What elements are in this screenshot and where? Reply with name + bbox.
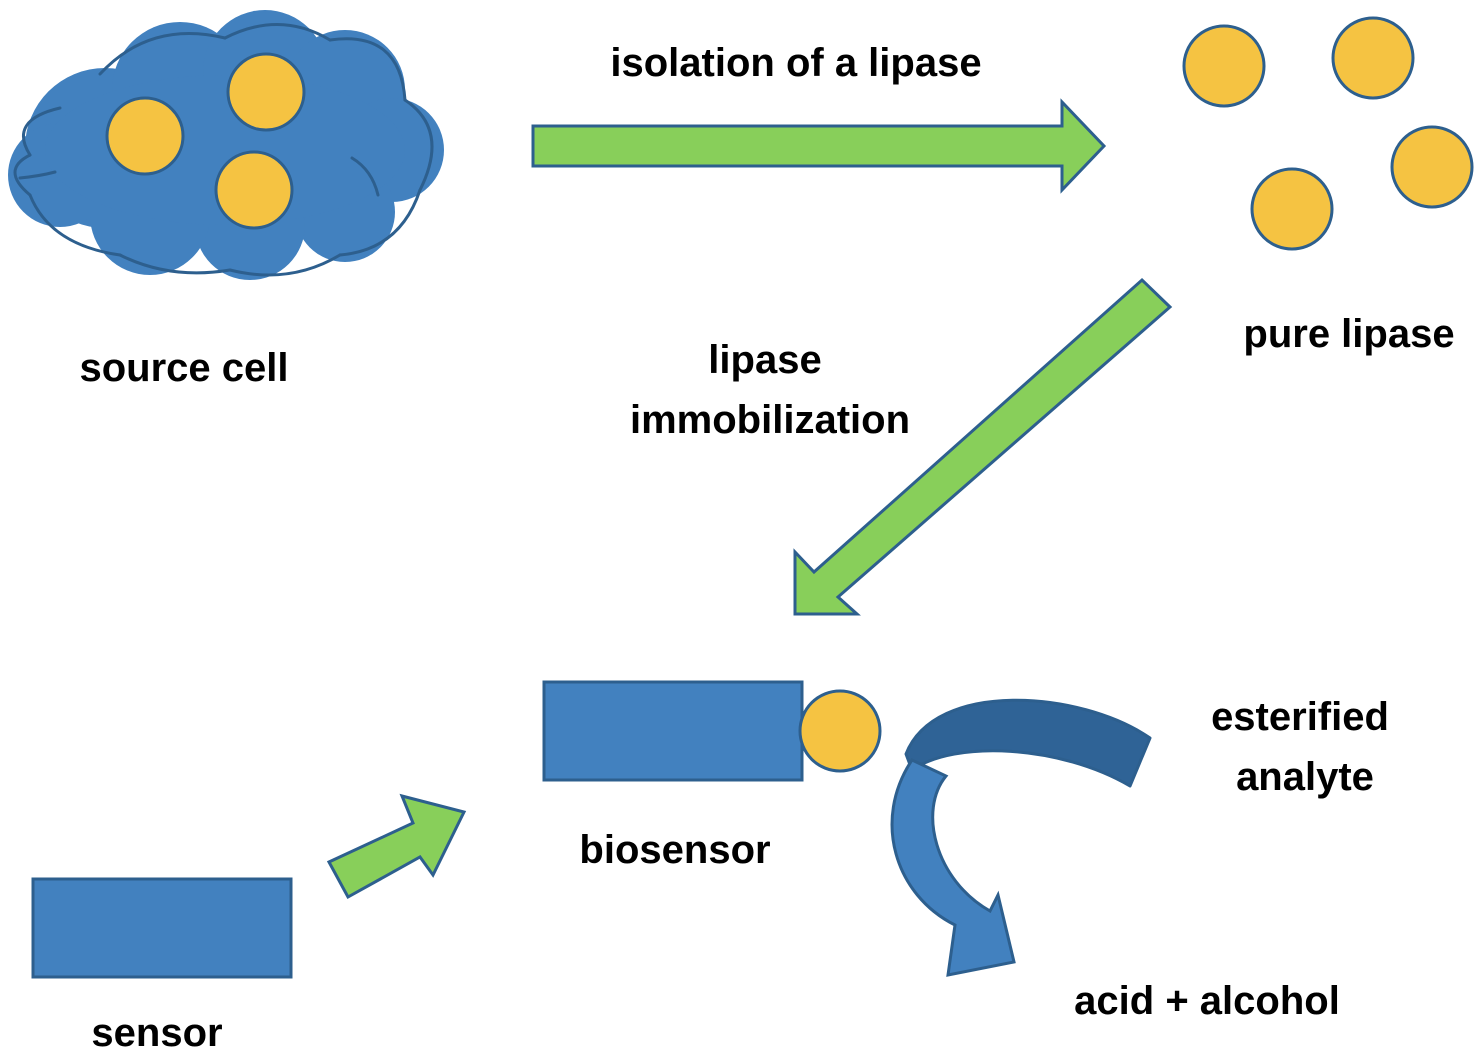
- lipase-in-cell-3: [214, 150, 294, 230]
- isolation-label: isolation of a lipase: [610, 41, 981, 85]
- esterified-analyte-label-line1: esterified: [1211, 695, 1389, 739]
- biosensor: [542, 680, 882, 782]
- biosensor-body: [542, 680, 804, 782]
- immobilization-label-line2: immobilization: [630, 398, 910, 442]
- immobilization-arrow: [793, 277, 1173, 616]
- products-label: acid + alcohol: [1074, 979, 1340, 1023]
- pure-lipase-particle-4: [1250, 167, 1334, 251]
- sensor-label: sensor: [91, 1011, 222, 1055]
- pure-lipase-particle-1: [1182, 24, 1266, 108]
- esterified-analyte-label-line2: analyte: [1236, 755, 1374, 799]
- immobilization-label-line1: lipase: [708, 338, 821, 382]
- immobilized-lipase: [798, 689, 882, 773]
- pure-lipase-label: pure lipase: [1243, 312, 1454, 356]
- pure-lipase-particle-3: [1390, 125, 1474, 209]
- pure-lipase-particles: [1182, 16, 1474, 251]
- sensor-body: [31, 877, 293, 979]
- cell-cloud: [8, 10, 444, 280]
- lipase-in-cell-2: [226, 52, 306, 132]
- pure-lipase-particle-2: [1331, 16, 1415, 100]
- cell-cloud-outline: [13, 23, 434, 277]
- reaction-arrow-upper-band: [904, 698, 1152, 788]
- source-cell: [8, 10, 444, 280]
- sensor-to-biosensor-arrow: [326, 793, 467, 900]
- source-cell-label: source cell: [79, 346, 288, 390]
- lipase-in-cell-1: [105, 96, 185, 176]
- biosensor-label: biosensor: [579, 828, 770, 872]
- reaction-curved-arrow: [890, 698, 1152, 977]
- isolation-arrow: [531, 98, 1107, 194]
- reaction-arrow-lower-band: [890, 758, 1016, 977]
